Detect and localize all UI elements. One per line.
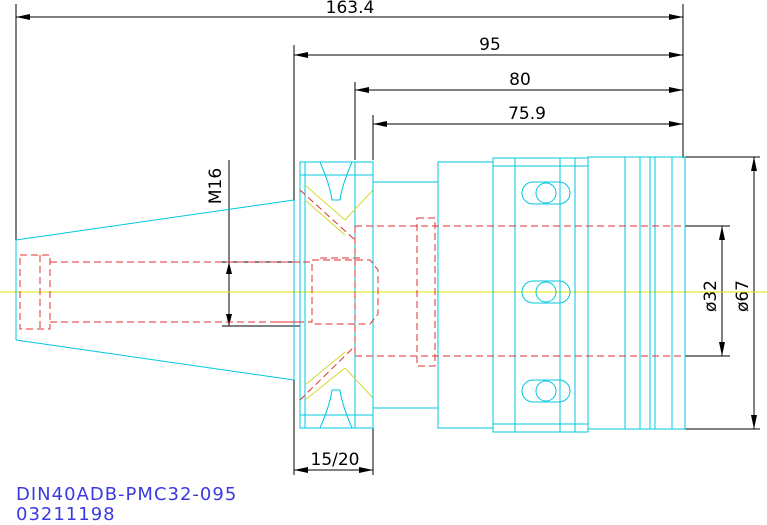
dimension-95: 95 [293, 35, 683, 200]
flange [299, 161, 374, 429]
dimension-text-d67: ø67 [733, 280, 753, 312]
hidden-lines [19, 189, 685, 401]
dimension-80: 80 [354, 70, 683, 160]
part-code-label: 03211198 [16, 504, 116, 525]
dimension-text-overall: 163.4 [326, 0, 375, 18]
dimension-163-4: 163.4 [15, 0, 684, 240]
dimension-d67: ø67 [685, 156, 760, 430]
taper-shank [15, 199, 295, 381]
dimension-text-80: 80 [509, 70, 531, 90]
dimension-m16: M16 [206, 160, 300, 327]
neck [372, 181, 439, 409]
dimension-d32: ø32 [685, 225, 730, 357]
dimension-text-15-20: 15/20 [311, 450, 360, 470]
part-model-label: DIN40ADB-PMC32-095 [16, 484, 238, 505]
chuck-body [437, 156, 686, 433]
dimension-text-m16: M16 [206, 168, 226, 204]
dimension-75-9: 75.9 [372, 104, 683, 160]
dimension-text-95: 95 [479, 35, 501, 55]
dimension-text-d32: ø32 [701, 280, 721, 312]
dimension-text-75-9: 75.9 [508, 104, 546, 124]
